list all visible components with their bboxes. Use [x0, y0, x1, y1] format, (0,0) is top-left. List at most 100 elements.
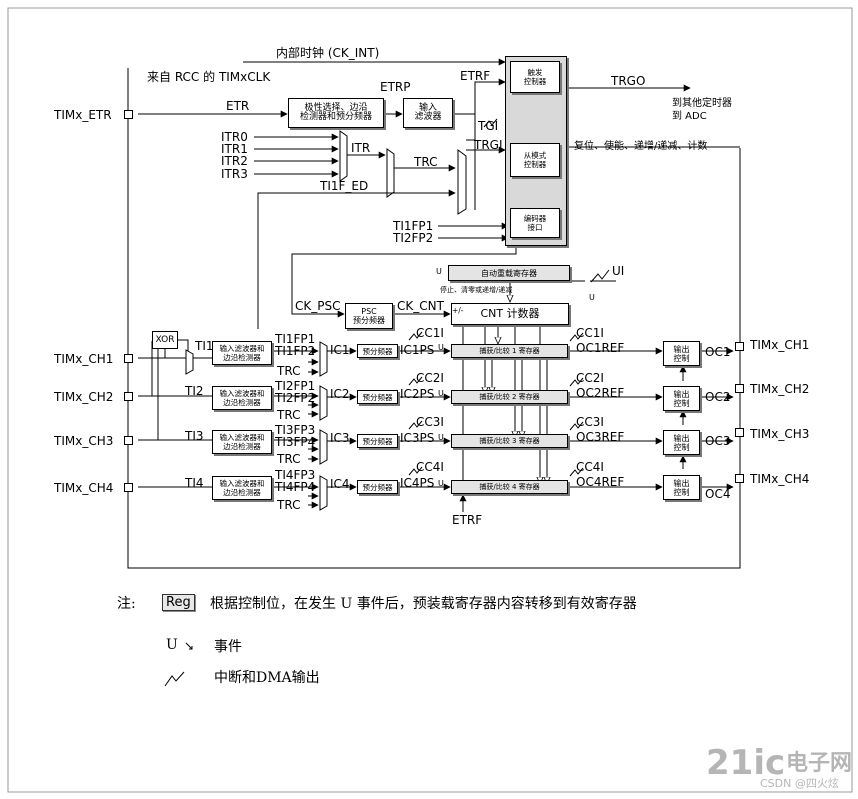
ti1-signal: TI1 — [195, 339, 214, 353]
outctrl1-line2: 控制 — [673, 353, 690, 363]
prescaler2-label: 预分频器 — [362, 392, 393, 402]
itr3-signal: ITR3 — [221, 167, 248, 181]
psc-prescaler-block: PSC 预分频器 — [345, 303, 393, 329]
cc4i-left-signal: CC4I — [416, 460, 444, 474]
ti1fp2-signal: TI1FP2 — [275, 344, 316, 358]
legend-note-label: 注: — [117, 596, 136, 612]
oc1ref-signal: OC1REF — [576, 341, 625, 355]
trc-ch4-signal: TRC — [277, 498, 301, 512]
trigger-ctrl-line2: 控制器 — [523, 77, 547, 86]
legend-reg-box: Reg — [162, 594, 195, 611]
outctrl4-line2: 控制 — [673, 487, 690, 497]
ic1ps-signal: IC1PS — [400, 343, 435, 357]
itr-signal: ITR — [351, 141, 371, 155]
oc3-signal: OC3 — [705, 434, 731, 448]
etrf-signal: ETRF — [460, 69, 491, 83]
filt4-line1: 输入滤波器和 — [219, 479, 265, 488]
ccr4-register: 捕获/比较 4 寄存器 — [451, 480, 568, 494]
ui-label: UI — [612, 264, 625, 278]
filt1-line1: 输入滤波器和 — [219, 344, 265, 353]
ch2-input-filter: 输入滤波器和 边沿检测器 — [212, 386, 272, 410]
ti2-signal: TI2 — [185, 384, 204, 398]
watermark-site: 电子网 — [786, 751, 853, 776]
ccr2-label: 捕获/比较 2 寄存器 — [479, 392, 540, 401]
pin-label-ch3-in: TIMx_CH3 — [54, 434, 114, 448]
outctrl4-line1: 输出 — [673, 478, 690, 488]
cc2i-left-signal: CC2I — [416, 371, 444, 385]
cc1i-left-signal: CC1I — [416, 326, 444, 340]
filt1-line2: 边沿检测器 — [223, 353, 261, 362]
ti4-signal: TI4 — [185, 476, 204, 490]
ti2fp2-signal: TI2FP2 — [275, 391, 316, 405]
ti4fp4-signal: TI4FP4 — [275, 480, 316, 494]
oc4ref-signal: OC4REF — [576, 475, 625, 489]
ic3ps-signal: IC3PS — [400, 431, 435, 445]
oc1-signal: OC1 — [705, 345, 731, 359]
encoder-line2: 接口 — [527, 223, 543, 232]
to-other-timers-label: 到其他定时器 — [672, 98, 732, 109]
ccr4-label: 捕获/比较 4 寄存器 — [479, 482, 540, 491]
ch3-input-filter: 输入滤波器和 边沿检测器 — [212, 430, 272, 454]
pin-label-ch4-in: TIMx_CH4 — [54, 481, 114, 495]
outctrl3-line1: 输出 — [673, 433, 690, 443]
ch1-output-control: 输出 控制 — [663, 341, 700, 366]
u-ccr4-label: U — [438, 479, 444, 488]
u-ccr2-label: U — [438, 389, 444, 398]
pin-label-ch2-in: TIMx_CH2 — [54, 390, 114, 404]
filt2-line2: 边沿检测器 — [223, 398, 261, 407]
prescaler4-label: 预分频器 — [362, 482, 393, 492]
ck-psc-signal: CK_PSC — [295, 299, 341, 313]
cc3i-left-signal: CC3I — [416, 415, 444, 429]
auto-reload-label: 自动重载寄存器 — [481, 268, 537, 278]
legend-u-symbol: U — [166, 637, 178, 653]
itr1-signal: ITR1 — [221, 142, 248, 156]
slave-ctrl-line2: 控制器 — [523, 160, 547, 169]
ccr3-register: 捕获/比较 3 寄存器 — [451, 434, 568, 448]
oc3ref-signal: OC3REF — [576, 430, 625, 444]
u-event-label: U — [589, 293, 595, 302]
watermark-sub: CSDN @四火炫 — [760, 777, 839, 790]
ti1f-ed-signal: TI1F_ED — [320, 179, 369, 193]
filt3-line1: 输入滤波器和 — [219, 433, 265, 442]
filt3-line2: 边沿检测器 — [223, 442, 261, 451]
ch1-input-pin — [124, 354, 133, 363]
filt4-line2: 边沿检测器 — [223, 488, 261, 497]
watermark-prefix: 21ic — [706, 743, 786, 783]
u-ccr3-label: U — [438, 433, 444, 442]
itr0-signal: ITR0 — [221, 130, 248, 144]
ch2-prescaler: 预分频器 — [357, 390, 398, 404]
ccr1-register: 捕获/比较 1 寄存器 — [451, 344, 568, 358]
ch1-input-filter: 输入滤波器和 边沿检测器 — [212, 341, 272, 365]
ch3-prescaler: 预分频器 — [357, 434, 398, 448]
input-filter-block: 输入 滤波器 — [403, 98, 453, 128]
etrf-bottom-signal: ETRF — [452, 513, 483, 527]
oc2ref-signal: OC2REF — [576, 386, 625, 400]
ck-cnt-signal: CK_CNT — [397, 299, 444, 313]
legend-event-text: 事件 — [214, 639, 242, 655]
ch1-prescaler: 预分频器 — [357, 344, 398, 358]
encoder-interface-block: 编码器 接口 — [510, 208, 560, 238]
ch3-output-control: 输出 控制 — [663, 430, 700, 455]
trc-ch1-signal: TRC — [277, 364, 301, 378]
ti3-signal: TI3 — [185, 429, 204, 443]
legend-reg-description: 根据控制位，在发生 U 事件后，预装载寄存器内容转移到有效寄存器 — [210, 596, 637, 612]
outctrl2-line1: 输出 — [673, 389, 690, 399]
etr-pin — [124, 110, 133, 119]
internal-clock-label: 内部时钟 (CK_INT) — [276, 46, 380, 60]
ch4-input-filter: 输入滤波器和 边沿检测器 — [212, 476, 272, 500]
ic2-signal: IC2 — [330, 387, 350, 401]
plusminus-label: +/- — [452, 306, 464, 315]
oc2-signal: OC2 — [705, 390, 731, 404]
itr2-signal: ITR2 — [221, 154, 248, 168]
ti4fp3-signal: TI4FP3 — [275, 468, 316, 482]
cnt-label: CNT 计数器 — [480, 307, 540, 320]
ti2fp1-signal: TI2FP1 — [275, 379, 316, 393]
filt2-line1: 输入滤波器和 — [219, 389, 265, 398]
outctrl2-line2: 控制 — [673, 398, 690, 408]
pin-label-ch2-out: TIMx_CH2 — [750, 382, 810, 396]
ch4-output-pin — [735, 474, 744, 483]
ccr3-label: 捕获/比较 3 寄存器 — [479, 436, 540, 445]
trc-ch2-signal: TRC — [277, 408, 301, 422]
ti2fp2-encoder-signal: TI2FP2 — [393, 231, 434, 245]
slave-actions-label: 复位、使能、递增/递减、计数 — [574, 141, 708, 152]
